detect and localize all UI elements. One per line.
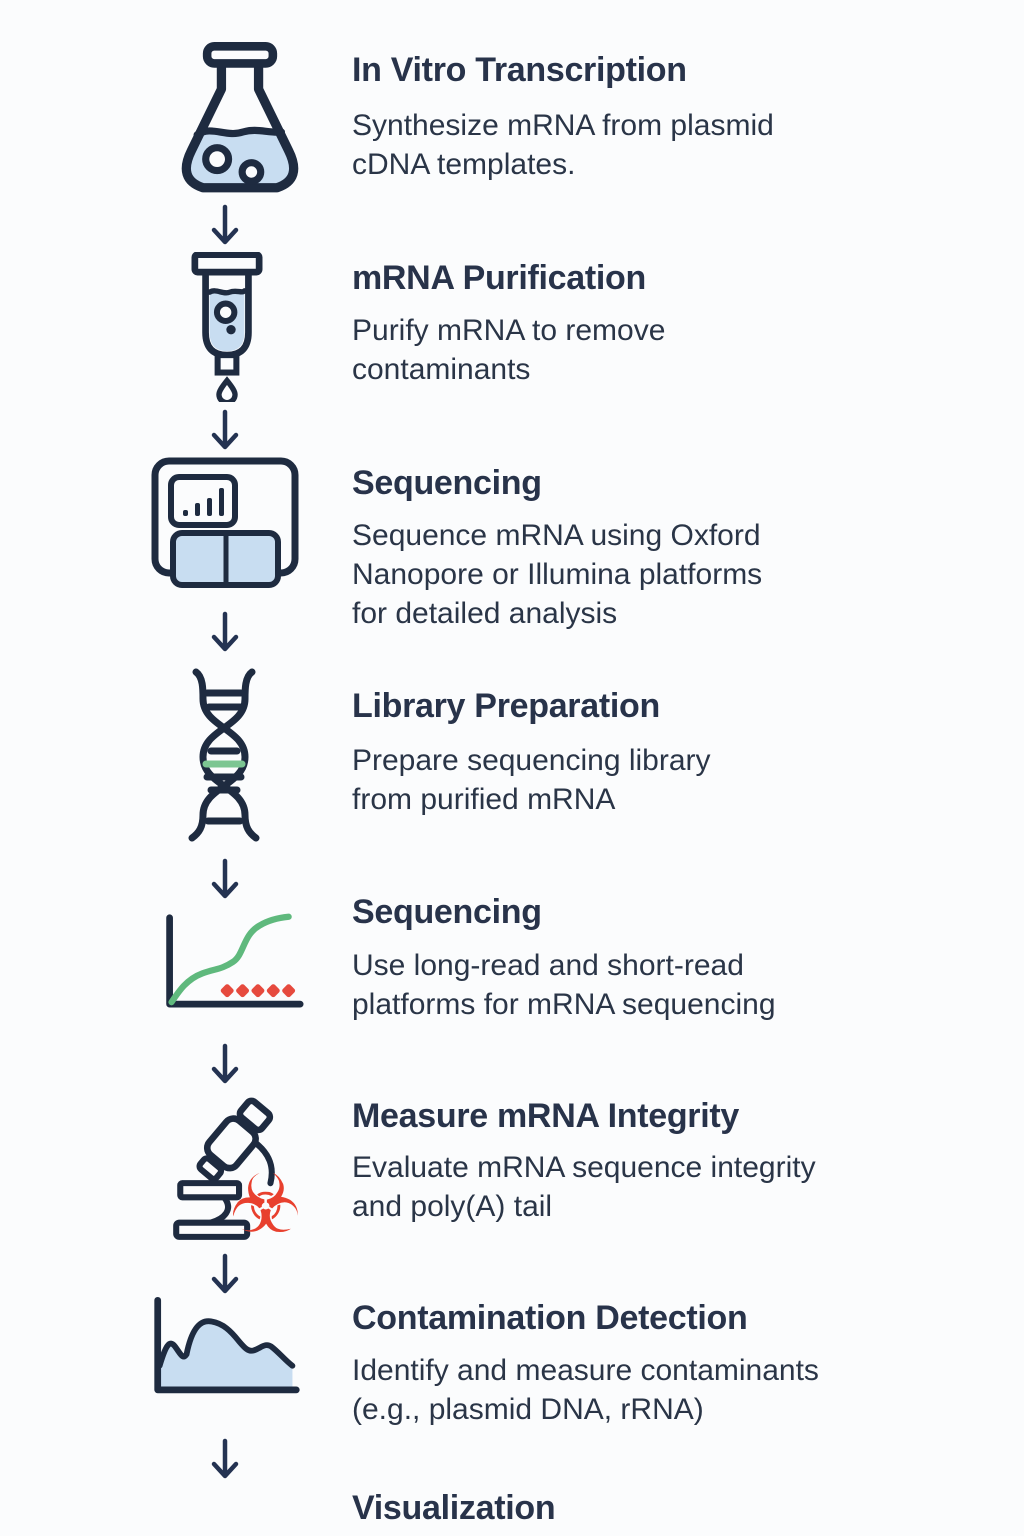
step-title-in-vitro-transcription: In Vitro Transcription — [352, 51, 687, 89]
read-length-chart-icon — [160, 906, 304, 1012]
step-description-library-preparation: Prepare sequencing library from purified… — [352, 744, 711, 816]
step-title-mrna-purification: mRNA Purification — [352, 259, 646, 297]
down-arrow-icon — [209, 203, 241, 251]
purification-column-icon — [186, 252, 268, 402]
step-description-sequencing-platforms: Sequence mRNA using Oxford Nanopore or I… — [352, 519, 763, 630]
microscope-biohazard-icon: ☣ — [170, 1096, 302, 1248]
down-arrow-icon — [209, 610, 241, 658]
contamination-area-chart-icon — [150, 1296, 304, 1398]
down-arrow-icon — [209, 857, 241, 905]
step-description-sequencing-reads: Use long-read and short-read platforms f… — [352, 949, 776, 1021]
step-description-contamination-detection: Identify and measure contaminants (e.g.,… — [352, 1354, 819, 1426]
down-arrow-icon — [209, 1042, 241, 1090]
down-arrow-icon — [209, 408, 241, 456]
step-description-in-vitro-transcription: Synthesize mRNA from plasmid cDNA templa… — [352, 109, 774, 181]
step-title-visualization: Visualization — [352, 1489, 556, 1527]
down-arrow-icon — [209, 1437, 241, 1485]
step-title-sequencing-platforms: Sequencing — [352, 464, 542, 502]
step-title-library-preparation: Library Preparation — [352, 687, 660, 725]
down-arrow-icon — [209, 1252, 241, 1300]
dna-helix-icon — [174, 666, 274, 844]
step-description-measure-mrna-integrity: Evaluate mRNA sequence integrity and pol… — [352, 1151, 816, 1223]
step-description-mrna-purification: Purify mRNA to remove contaminants — [352, 314, 666, 386]
svg-text:☣: ☣ — [229, 1158, 302, 1248]
flask-icon — [168, 42, 312, 202]
sequencer-machine-icon — [150, 455, 300, 597]
step-title-contamination-detection: Contamination Detection — [352, 1299, 748, 1337]
step-title-measure-mrna-integrity: Measure mRNA Integrity — [352, 1097, 740, 1135]
step-title-sequencing-reads: Sequencing — [352, 893, 542, 931]
